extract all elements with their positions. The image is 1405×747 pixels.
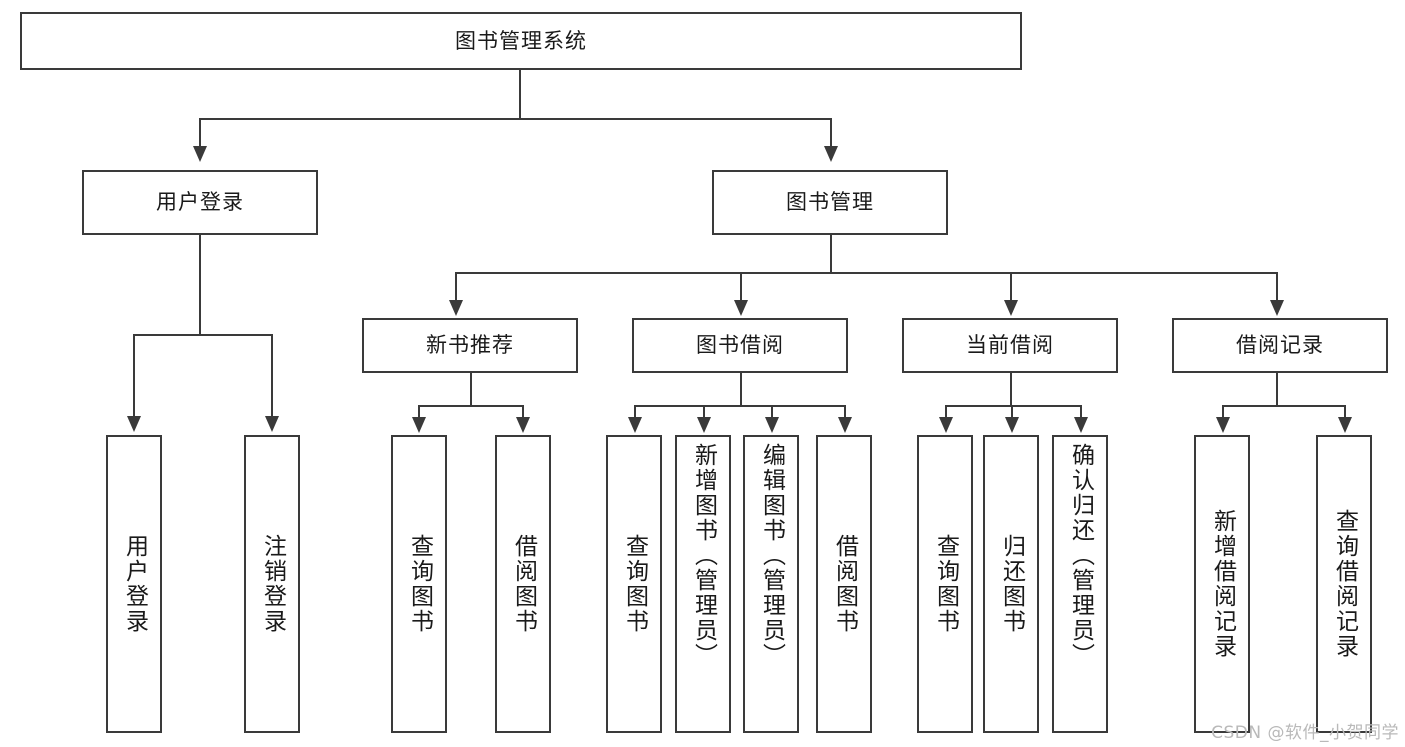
connector-root-fanbar (199, 118, 831, 120)
leaf-label: 新增图书（管理员） (690, 443, 717, 668)
connector-bookborrow-to-leaf-4 (844, 405, 846, 419)
arrowhead-currentborrow-leaf-3 (1074, 417, 1088, 433)
leaf-label: 查询图书 (406, 534, 433, 634)
connector-book-management-fanbar (455, 272, 1276, 274)
node-label: 用户登录 (156, 190, 244, 215)
leaf-label: 查询借阅记录 (1331, 509, 1358, 659)
connector-bookborrow-to-leaf-3 (771, 405, 773, 419)
leaf-bookborrow-edit-book-admin[interactable]: 编辑图书（管理员） (743, 435, 799, 733)
connector-user-login-trunk (199, 235, 201, 335)
arrowhead-root-to-book-management (824, 146, 838, 162)
arrowhead-bookborrow-leaf-3 (765, 417, 779, 433)
leaf-label: 编辑图书（管理员） (758, 443, 785, 668)
arrowhead-currentborrow-leaf-2 (1005, 417, 1019, 433)
connector-borrowrecord-fanbar (1222, 405, 1344, 407)
connector-bm-to-current-borrow (1010, 272, 1012, 302)
leaf-currentborrow-query-book[interactable]: 查询图书 (917, 435, 973, 733)
node-book-borrow[interactable]: 图书借阅 (632, 318, 848, 373)
connector-book-management-trunk (830, 235, 832, 273)
node-label: 当前借阅 (966, 333, 1054, 358)
arrowhead-newbook-leaf-2 (516, 417, 530, 433)
node-root-book-management-system[interactable]: 图书管理系统 (20, 12, 1022, 70)
leaf-label: 新增借阅记录 (1209, 509, 1236, 659)
connector-borrowrecord-to-leaf-2 (1344, 405, 1346, 419)
arrowhead-user-login-leaf-1 (127, 416, 141, 432)
arrowhead-root-to-user-login (193, 146, 207, 162)
leaf-borrowrecord-query-record[interactable]: 查询借阅记录 (1316, 435, 1372, 733)
leaf-bookborrow-add-book-admin[interactable]: 新增图书（管理员） (675, 435, 731, 733)
node-label: 借阅记录 (1236, 333, 1324, 358)
node-label: 图书管理系统 (455, 28, 587, 53)
arrowhead-bookborrow-leaf-4 (838, 417, 852, 433)
node-borrow-record[interactable]: 借阅记录 (1172, 318, 1388, 373)
leaf-bookborrow-borrow-book[interactable]: 借阅图书 (816, 435, 872, 733)
leaf-label: 用户登录 (121, 534, 148, 634)
connector-bm-to-new-book (455, 272, 457, 302)
connector-user-login-to-leaf-2 (271, 334, 273, 418)
connector-currentborrow-trunk (1010, 373, 1012, 406)
connector-bm-to-borrow-record (1276, 272, 1278, 302)
leaf-user-login-login[interactable]: 用户登录 (106, 435, 162, 733)
leaf-borrowrecord-add-record[interactable]: 新增借阅记录 (1194, 435, 1250, 733)
leaf-user-login-logout[interactable]: 注销登录 (244, 435, 300, 733)
connector-bookborrow-fanbar (634, 405, 844, 407)
connector-borrowrecord-trunk (1276, 373, 1278, 406)
arrowhead-bookborrow-leaf-1 (628, 417, 642, 433)
connector-root-to-book-management (830, 118, 832, 148)
connector-root-trunk (519, 70, 521, 119)
connector-bookborrow-to-leaf-1 (634, 405, 636, 419)
leaf-label: 注销登录 (259, 534, 286, 634)
node-book-management[interactable]: 图书管理 (712, 170, 948, 235)
connector-currentborrow-to-leaf-2 (1011, 405, 1013, 419)
leaf-currentborrow-confirm-return-admin[interactable]: 确认归还（管理员） (1052, 435, 1108, 733)
arrowhead-bm-to-borrow-record (1270, 300, 1284, 316)
leaf-newbook-borrow-book[interactable]: 借阅图书 (495, 435, 551, 733)
connector-bookborrow-to-leaf-2 (703, 405, 705, 419)
arrowhead-newbook-leaf-1 (412, 417, 426, 433)
leaf-currentborrow-return-book[interactable]: 归还图书 (983, 435, 1039, 733)
arrowhead-currentborrow-leaf-1 (939, 417, 953, 433)
node-current-borrow[interactable]: 当前借阅 (902, 318, 1118, 373)
leaf-label: 归还图书 (998, 534, 1025, 634)
node-label: 新书推荐 (426, 333, 514, 358)
connector-newbook-fanbar (418, 405, 522, 407)
leaf-bookborrow-query-book[interactable]: 查询图书 (606, 435, 662, 733)
connector-bm-to-book-borrow (740, 272, 742, 302)
leaf-label: 借阅图书 (831, 534, 858, 634)
leaf-label: 查询图书 (621, 534, 648, 634)
connector-newbook-to-leaf-1 (418, 405, 420, 419)
arrowhead-bm-to-book-borrow (734, 300, 748, 316)
leaf-label: 确认归还（管理员） (1067, 443, 1094, 668)
connector-currentborrow-to-leaf-1 (945, 405, 947, 419)
arrowhead-bm-to-new-book (449, 300, 463, 316)
node-new-book-recommend[interactable]: 新书推荐 (362, 318, 578, 373)
node-label: 图书借阅 (696, 333, 784, 358)
leaf-label: 借阅图书 (510, 534, 537, 634)
leaf-label: 查询图书 (932, 534, 959, 634)
node-label: 图书管理 (786, 190, 874, 215)
arrowhead-user-login-leaf-2 (265, 416, 279, 432)
connector-bookborrow-trunk (740, 373, 742, 406)
connector-borrowrecord-to-leaf-1 (1222, 405, 1224, 419)
connector-root-to-user-login (199, 118, 201, 148)
leaf-newbook-query-book[interactable]: 查询图书 (391, 435, 447, 733)
connector-currentborrow-to-leaf-3 (1080, 405, 1082, 419)
arrowhead-borrowrecord-leaf-2 (1338, 417, 1352, 433)
arrowhead-bookborrow-leaf-2 (697, 417, 711, 433)
connector-user-login-fanbar (133, 334, 272, 336)
connector-user-login-to-leaf-1 (133, 334, 135, 418)
connector-newbook-to-leaf-2 (522, 405, 524, 419)
connector-newbook-trunk (470, 373, 472, 406)
node-user-login[interactable]: 用户登录 (82, 170, 318, 235)
arrowhead-bm-to-current-borrow (1004, 300, 1018, 316)
arrowhead-borrowrecord-leaf-1 (1216, 417, 1230, 433)
